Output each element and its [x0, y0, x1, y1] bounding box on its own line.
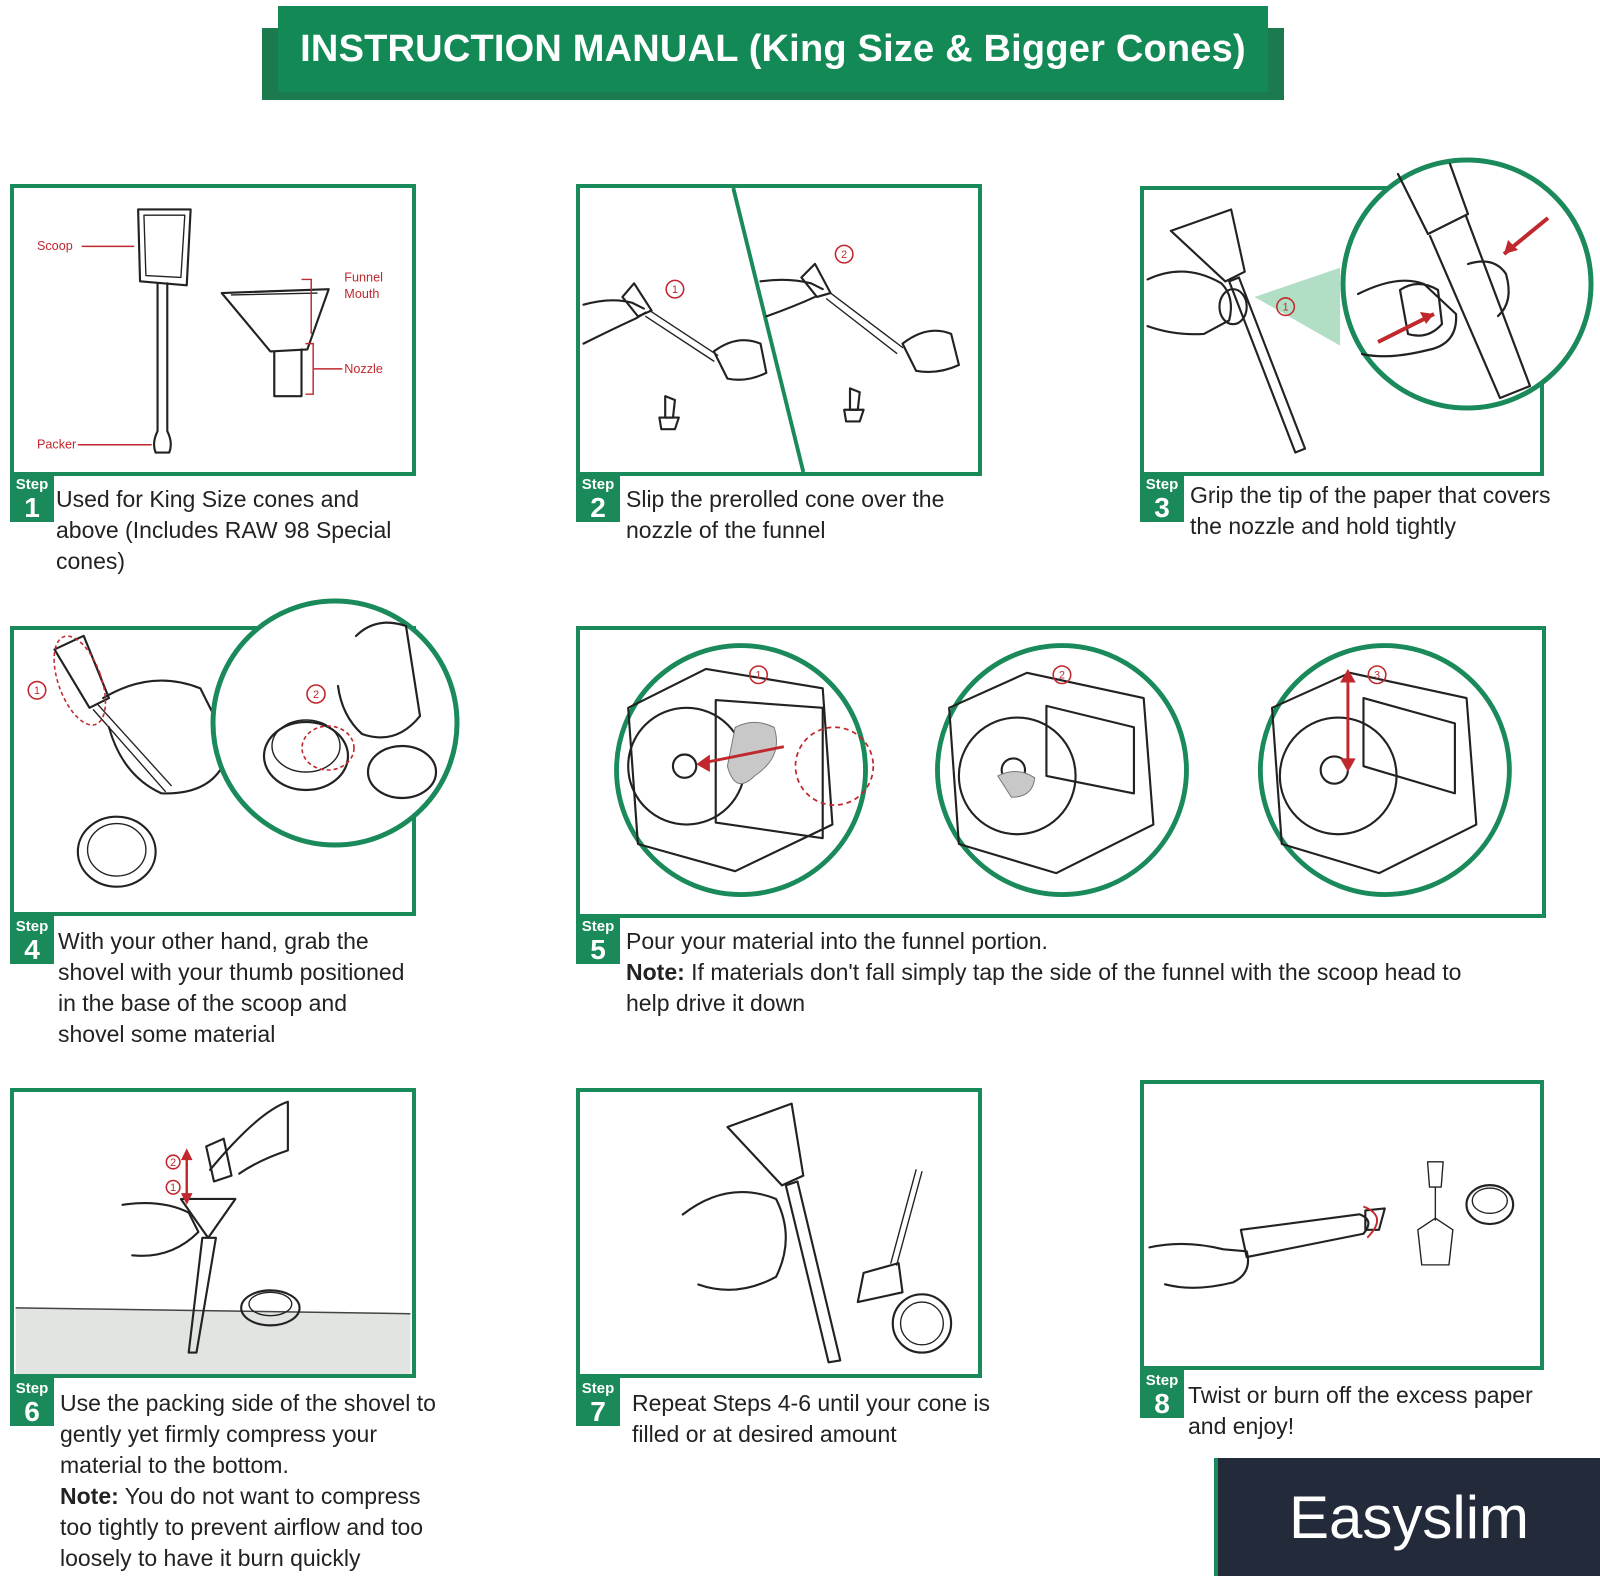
step-2-illustration: 1 2	[576, 184, 982, 476]
step-8-text: Twist or burn off the excess paper and e…	[1188, 1382, 1533, 1439]
svg-text:2: 2	[841, 249, 847, 261]
svg-text:1: 1	[756, 670, 762, 682]
tool-parts-diagram: Scoop Funnel Mouth Nozzle Packer	[37, 208, 383, 454]
step-3-badge: Step 3	[1140, 474, 1184, 522]
note-text: You do not want to compress too tightly …	[60, 1483, 424, 1571]
label-nozzle: Nozzle	[344, 362, 383, 376]
step-3-zoom-circle	[1340, 157, 1594, 411]
label-packer: Packer	[37, 438, 76, 452]
step-2-badge: Step 2	[576, 474, 620, 522]
step-1-badge: Step 1	[10, 474, 54, 522]
svg-text:1: 1	[170, 1182, 176, 1194]
label-mouth: Mouth	[344, 287, 379, 301]
svg-text:2: 2	[313, 689, 319, 701]
step-7-badge: Step 7	[576, 1378, 620, 1426]
svg-text:2: 2	[170, 1157, 176, 1169]
step-7-text: Repeat Steps 4-6 until your cone is fill…	[632, 1390, 990, 1447]
step-5-badge: Step 5	[576, 916, 620, 964]
svg-text:1: 1	[34, 685, 40, 697]
step-1-text: Used for King Size cones and above (Incl…	[56, 486, 392, 574]
svg-text:1: 1	[672, 284, 678, 296]
step-4-badge: Step 4	[10, 916, 54, 964]
step-5-illustration: 1 2 3	[576, 626, 1546, 918]
step-7-illustration	[576, 1088, 982, 1378]
note-label: Note:	[60, 1483, 119, 1509]
step-4-zoom-circle: 2	[210, 598, 460, 848]
label-funnel: Funnel	[344, 270, 383, 284]
step-3-text: Grip the tip of the paper that covers th…	[1190, 482, 1551, 539]
step-6-main: Use the packing side of the shovel to ge…	[60, 1390, 436, 1478]
step-1-illustration: Scoop Funnel Mouth Nozzle Packer	[10, 184, 416, 476]
step-6-note: Note: You do not want to compress too ti…	[60, 1481, 450, 1574]
brand-box: Easyslim	[1214, 1458, 1600, 1576]
step-8-badge: Step 8	[1140, 1370, 1184, 1418]
label-scoop: Scoop	[37, 239, 73, 253]
step-4-text: With your other hand, grab the shovel wi…	[58, 928, 405, 1047]
page-title: INSTRUCTION MANUAL (King Size & Bigger C…	[300, 27, 1246, 70]
step-8-illustration	[1140, 1080, 1544, 1370]
svg-text:1: 1	[1283, 302, 1289, 314]
note-text: If materials don't fall simply tap the s…	[626, 959, 1462, 1016]
svg-text:3: 3	[1374, 670, 1380, 682]
step-6-text: Use the packing side of the shovel to ge…	[60, 1388, 450, 1574]
title-banner: INSTRUCTION MANUAL (King Size & Bigger C…	[278, 6, 1268, 92]
step-6-badge: Step 6	[10, 1378, 54, 1426]
svg-text:2: 2	[1059, 670, 1065, 682]
step-5-note: Note: If materials don't fall simply tap…	[626, 957, 1506, 1019]
note-label: Note:	[626, 959, 685, 985]
step-2-text: Slip the prerolled cone over the nozzle …	[626, 486, 945, 543]
step-6-illustration: 2 1	[10, 1088, 416, 1378]
brand-logo: Easyslim	[1288, 1483, 1530, 1551]
step-5-text: Pour your material into the funnel porti…	[626, 926, 1506, 1019]
step-5-main: Pour your material into the funnel porti…	[626, 928, 1048, 954]
